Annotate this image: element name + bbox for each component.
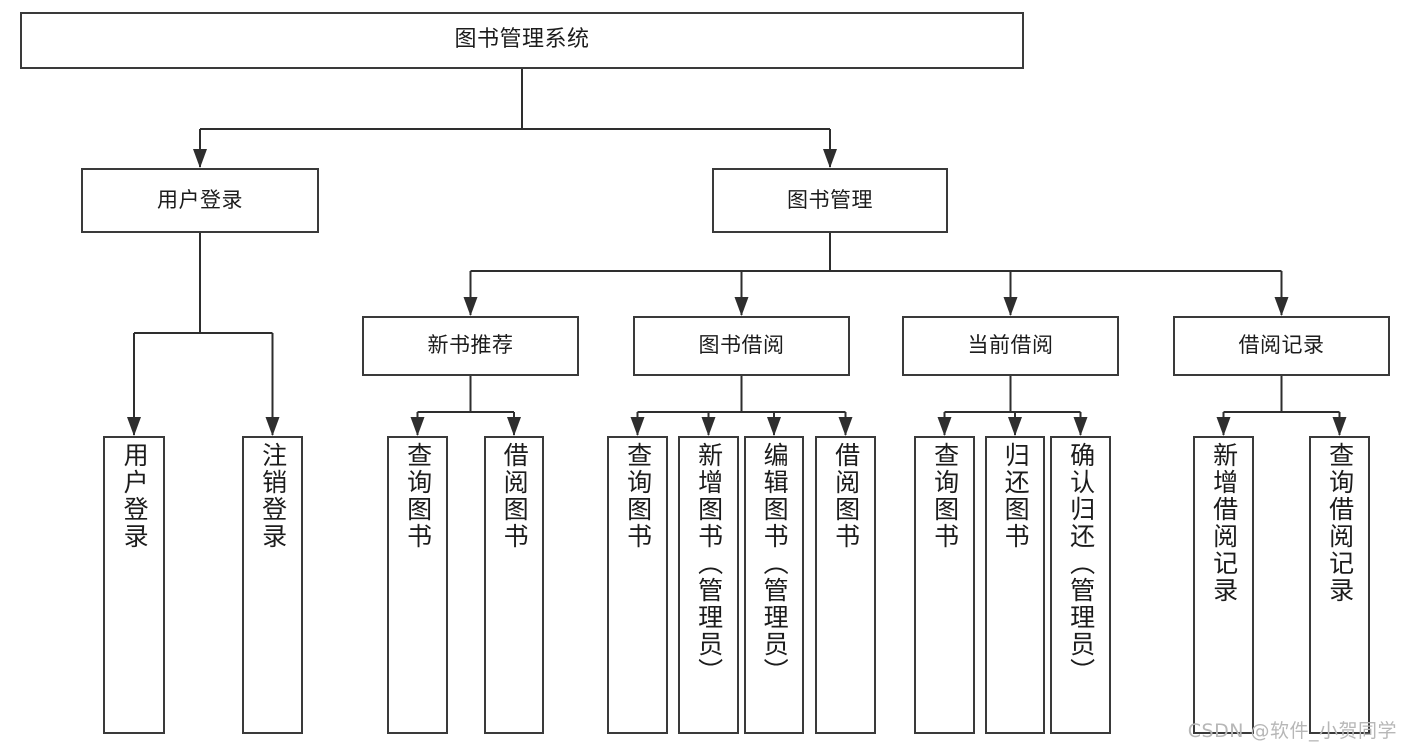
node-leaf-query-book-a[interactable]: 查询图书 (387, 436, 448, 734)
node-leaf-user-login-label: 用户登录 (120, 442, 150, 550)
node-new-book-recommend-label: 新书推荐 (427, 333, 514, 358)
node-book-borrow-label: 图书借阅 (698, 333, 785, 358)
node-user-login[interactable]: 用户登录 (81, 168, 319, 233)
watermark: CSDN @软件_小贺同学 (1187, 720, 1397, 742)
node-leaf-edit-book[interactable]: 编辑图书（管理员） (744, 436, 804, 734)
node-new-book-recommend[interactable]: 新书推荐 (362, 316, 579, 376)
node-leaf-borrow-book-b-label: 借阅图书 (831, 442, 861, 550)
node-leaf-confirm-return-label: 确认归还（管理员） (1066, 442, 1096, 685)
node-leaf-add-borrow-record[interactable]: 新增借阅记录 (1193, 436, 1254, 734)
node-leaf-confirm-return[interactable]: 确认归还（管理员） (1050, 436, 1111, 734)
node-leaf-query-borrow-record-label: 查询借阅记录 (1325, 442, 1355, 604)
node-root-label: 图书管理系统 (454, 27, 590, 53)
node-borrow-record[interactable]: 借阅记录 (1173, 316, 1390, 376)
node-leaf-borrow-book-a-label: 借阅图书 (500, 442, 530, 550)
node-leaf-query-book-b-label: 查询图书 (623, 442, 653, 550)
node-book-management[interactable]: 图书管理 (712, 168, 948, 233)
node-root[interactable]: 图书管理系统 (20, 12, 1024, 69)
node-leaf-return-book-label: 归还图书 (1001, 442, 1031, 550)
node-leaf-add-book[interactable]: 新增图书（管理员） (678, 436, 739, 734)
node-user-login-label: 用户登录 (157, 187, 243, 212)
node-leaf-borrow-book-b[interactable]: 借阅图书 (815, 436, 876, 734)
node-leaf-query-borrow-record[interactable]: 查询借阅记录 (1309, 436, 1370, 734)
node-book-borrow[interactable]: 图书借阅 (633, 316, 850, 376)
node-leaf-return-book[interactable]: 归还图书 (985, 436, 1045, 734)
node-current-borrow[interactable]: 当前借阅 (902, 316, 1119, 376)
node-leaf-user-login[interactable]: 用户登录 (103, 436, 165, 734)
node-borrow-record-label: 借阅记录 (1238, 333, 1325, 358)
node-leaf-add-borrow-record-label: 新增借阅记录 (1209, 442, 1239, 604)
node-leaf-query-book-b[interactable]: 查询图书 (607, 436, 668, 734)
node-leaf-query-book-c[interactable]: 查询图书 (914, 436, 975, 734)
node-leaf-logout-login-label: 注销登录 (258, 442, 288, 550)
node-current-borrow-label: 当前借阅 (967, 333, 1054, 358)
node-book-management-label: 图书管理 (787, 187, 873, 212)
node-leaf-edit-book-label: 编辑图书（管理员） (760, 442, 790, 685)
node-leaf-borrow-book-a[interactable]: 借阅图书 (484, 436, 544, 734)
node-leaf-logout-login[interactable]: 注销登录 (242, 436, 303, 734)
node-leaf-query-book-c-label: 查询图书 (930, 442, 960, 550)
node-leaf-query-book-a-label: 查询图书 (403, 442, 433, 550)
node-leaf-add-book-label: 新增图书（管理员） (694, 442, 724, 685)
